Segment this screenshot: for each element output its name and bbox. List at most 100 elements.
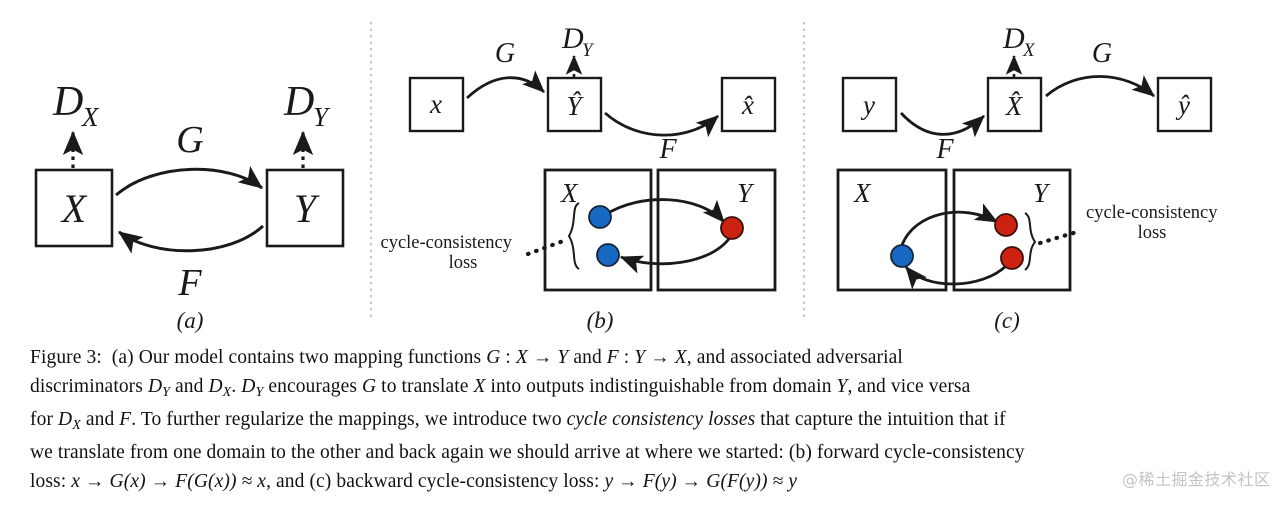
arrow-g-curve: [115, 166, 263, 197]
panel-b-point-x-source: [588, 205, 612, 229]
panel-a: D X D Y X Y: [34, 79, 345, 333]
caption-l1-s1: Figure 3: (a) Our model contains two map…: [30, 347, 487, 368]
panel-c-domain-box-x-label: X: [853, 178, 872, 208]
panel-c-point-y-reconstructed: [1000, 246, 1024, 270]
caption-l1-m4: F: [606, 347, 619, 368]
discriminator-dy-subscript: Y: [313, 102, 331, 132]
panel-c-cycle-arrow-backward: [904, 263, 1008, 290]
caption-l1-s5: :: [618, 347, 635, 368]
figure-caption: Figure 3: (a) Our model contains two map…: [30, 344, 1248, 494]
box-domain-y: Y: [265, 168, 345, 248]
box-domain-x: X: [34, 168, 114, 248]
box-domain-y-label: Y: [294, 186, 320, 231]
box-domain-x-label: X: [60, 186, 88, 231]
caption-line-2: discriminators DY and DX. DY encourages …: [30, 373, 1248, 406]
panel-label-b: (b): [587, 308, 614, 333]
panel-b-discriminator-dy-base: D: [561, 22, 584, 55]
caption-l2-s4: encourages: [263, 375, 363, 397]
panel-c-box-reconstructed-y-hat: ŷ: [1156, 76, 1213, 133]
discriminator-dy-base: D: [283, 79, 314, 125]
panel-b-domain-box-x: X: [543, 168, 653, 292]
panel-b-domain-box-y-label: Y: [737, 178, 755, 208]
caption-l5-s2: , and (c) backward cycle-consistency los…: [266, 470, 605, 492]
discriminator-dy: D Y: [283, 79, 331, 132]
caption-l2-m3: Y: [836, 375, 848, 397]
caption-l3-d1: D: [58, 408, 73, 430]
caption-l2-m1: G: [362, 375, 377, 397]
panel-c-discriminator-dx-base: D: [1002, 22, 1025, 55]
caption-l2-d1-sub: Y: [162, 383, 171, 400]
panel-b-box-generated-y-hat-label: Ŷ: [566, 91, 584, 121]
panel-c-discriminator-dx: D X: [1002, 22, 1036, 61]
caption-l2-d3: D: [241, 375, 256, 397]
caption-l2-s6: into outputs indistinguishable from doma…: [485, 375, 837, 397]
panel-b: D Y x Ŷ x̂: [381, 22, 777, 333]
caption-l1-m5: Y: [634, 347, 646, 368]
panel-c-box-reconstructed-y-hat-label: ŷ: [1175, 90, 1190, 120]
caption-line-5: loss: x → G(x) → F(G(x)) ≈ x, and (c) ba…: [30, 468, 1248, 497]
panel-c-domain-box-y: Y: [952, 168, 1072, 292]
panel-c-box-generated-x-hat: X̂: [986, 76, 1043, 133]
panel-c-arrow-label-f: F: [935, 134, 954, 165]
caption-l2-d1: D: [147, 375, 163, 397]
caption-l2-d2-sub: X: [222, 383, 232, 400]
caption-l5-s1: loss:: [30, 470, 72, 492]
caption-line-4: we translate from one domain to the othe…: [30, 439, 1248, 468]
caption-line-1: Figure 3: (a) Our model contains two map…: [30, 344, 1248, 373]
panel-c-discriminator-dx-subscript: X: [1022, 40, 1036, 61]
panel-c-cycle-arrow-forward: [900, 203, 998, 246]
caption-l3-s3: . To further regularize the mappings, we…: [131, 408, 567, 430]
panel-b-domain-box-y: Y: [656, 168, 777, 292]
panel-b-loss-leader-line: [525, 237, 569, 257]
panel-b-discriminator-dy: D Y: [561, 22, 595, 61]
discriminator-dx: D X: [52, 79, 100, 132]
caption-l1-s4: and: [568, 347, 607, 368]
caption-l1-m3: Y: [557, 347, 569, 368]
caption-l2-s5: to translate: [376, 375, 474, 397]
caption-l2-s1: discriminators: [30, 375, 148, 397]
panel-label-c: (c): [994, 308, 1020, 333]
caption-l2-d2: D: [208, 375, 223, 397]
caption-l3-s1: for: [30, 408, 59, 430]
panel-c-box-input-y: y: [841, 76, 898, 133]
panel-c-arrow-f: [899, 112, 985, 138]
panel-c-box-input-y-label: y: [860, 90, 875, 120]
panel-b-discriminator-dy-subscript: Y: [582, 40, 595, 61]
panel-b-arrow-label-g: G: [495, 38, 515, 69]
discriminator-dx-subscript: X: [81, 102, 100, 132]
diagram-area: D X D Y X Y: [34, 22, 1218, 333]
panel-c-domain-box-x: X: [836, 168, 948, 292]
panel-c-box-generated-x-hat-label: X̂: [1005, 91, 1024, 121]
panel-b-point-x-reconstructed: [596, 243, 620, 267]
discriminator-dx-base: D: [52, 79, 83, 125]
caption-l3-s2: and: [80, 408, 120, 430]
caption-l5-m2: y → F(y) → G(F(y)) ≈ y: [604, 470, 798, 492]
panel-c-loss-label-line2: loss: [1138, 223, 1167, 243]
arrow-label-f: F: [177, 262, 202, 304]
panel-c: D X y X̂ ŷ: [836, 22, 1218, 333]
panel-b-arrow-g: [466, 70, 545, 100]
panel-b-brace: [567, 202, 580, 270]
panel-b-loss-label-line2: loss: [449, 253, 478, 273]
panel-b-box-input-x: x: [408, 76, 465, 133]
panel-b-box-input-x-label: x: [429, 89, 442, 119]
caption-l2-s2: and: [170, 375, 209, 397]
caption-line-3: for DX and F. To further regularize the …: [30, 406, 1248, 439]
panel-c-point-x-generated: [890, 244, 914, 268]
caption-l3-d1-sub: X: [72, 416, 81, 433]
caption-l5-m1: x → G(x) → F(G(x)) ≈ x: [71, 470, 267, 492]
panel-c-loss-label-line1: cycle-consistency: [1086, 203, 1218, 223]
panel-c-arrow-label-g: G: [1092, 38, 1112, 69]
caption-l1-s2: :: [500, 347, 516, 368]
panel-c-loss-leader-line: [1037, 228, 1083, 246]
arrow-label-g: G: [176, 119, 203, 161]
caption-l1-m1: G: [486, 347, 501, 368]
panel-b-arrow-label-f: F: [658, 134, 677, 165]
panel-c-arrow-g: [1045, 75, 1155, 98]
panel-b-arrow-f: [604, 111, 719, 138]
caption-l3-i1: cycle consistency losses: [566, 408, 756, 430]
watermark: @稀土掘金技术社区: [1122, 470, 1271, 489]
caption-l1-m6: X: [674, 347, 687, 368]
caption-l4-s1: we translate from one domain to the othe…: [30, 442, 1025, 464]
